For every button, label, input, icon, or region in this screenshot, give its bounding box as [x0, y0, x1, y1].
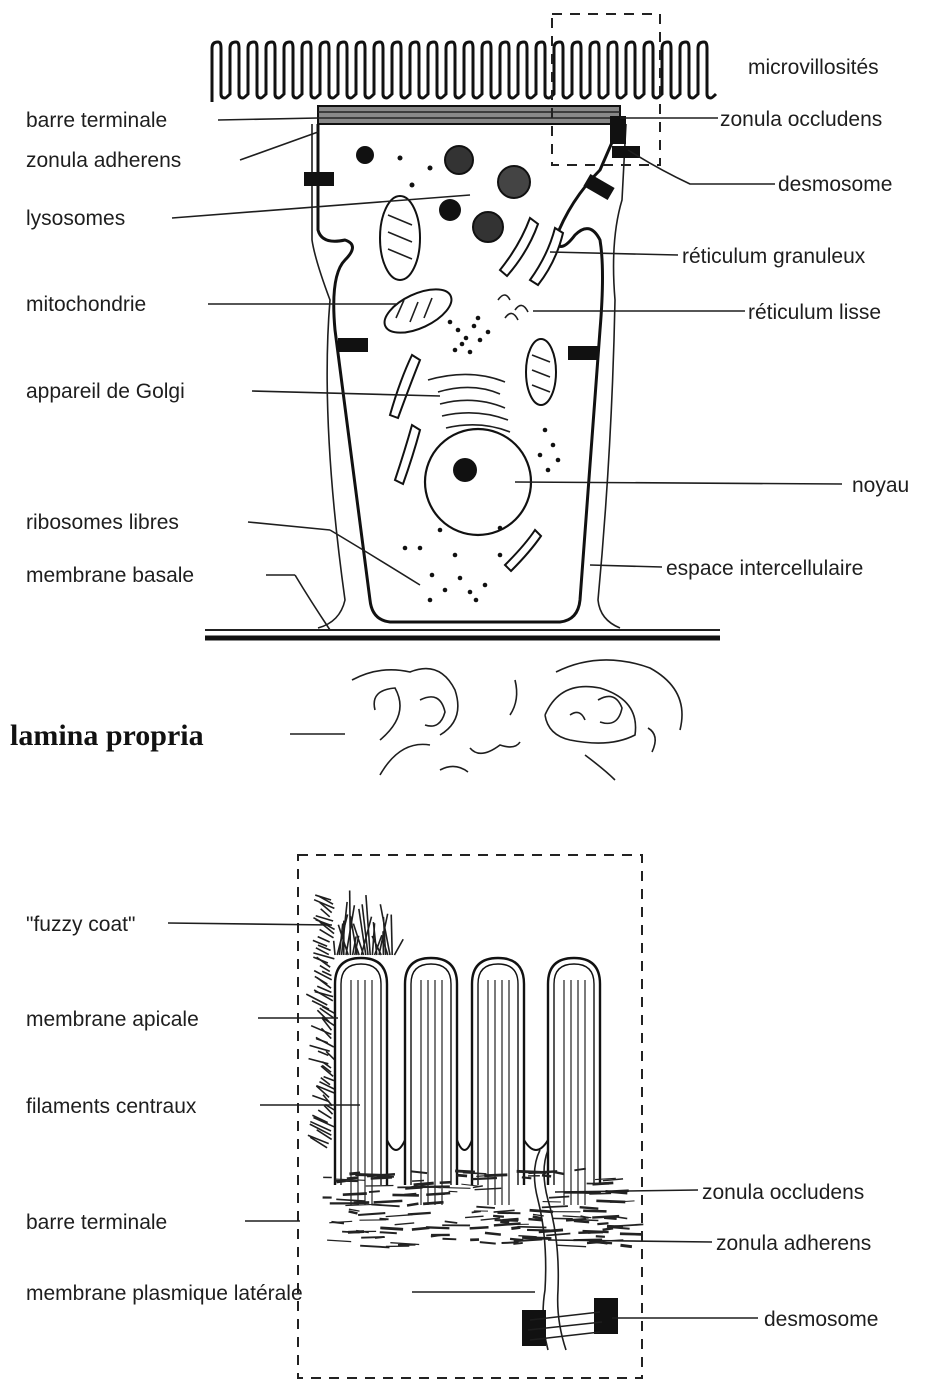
label-barre-terminale-top: barre terminale — [26, 109, 167, 132]
label-microvillosites: microvillosités — [748, 56, 879, 79]
label-appareil-de-golgi: appareil de Golgi — [26, 380, 185, 403]
zonula-adherens-right — [612, 146, 640, 158]
label-membrane-basale: membrane basale — [26, 564, 194, 587]
label-zonula-occludens-top: zonula occludens — [720, 108, 882, 131]
lamina-propria-sketch — [352, 660, 682, 780]
label-mitochondrie: mitochondrie — [26, 293, 146, 316]
rough-er-4 — [395, 425, 420, 484]
label-desmosome-bottom: desmosome — [764, 1308, 878, 1331]
bottom-leader-lines — [168, 923, 758, 1318]
label-zonula-adherens-top: zonula adherens — [26, 149, 181, 172]
mitochondrion-3 — [526, 339, 556, 405]
top-labels-left: barre terminale zonula adherens lysosome… — [26, 109, 194, 587]
lysosome-2 — [445, 146, 473, 174]
rough-er-1 — [500, 218, 538, 276]
desmosome-left-2 — [338, 338, 368, 352]
top-labels-right: microvillosités zonula occludens desmoso… — [666, 56, 909, 580]
label-membrane-plasmique-laterale: membrane plasmique latérale — [26, 1282, 303, 1305]
top-cell-diagram — [205, 14, 720, 780]
label-zonula-adherens-bottom: zonula adherens — [716, 1232, 871, 1255]
microvilli-border — [212, 42, 716, 102]
rough-er-2 — [530, 228, 563, 285]
label-lysosomes: lysosomes — [26, 207, 125, 230]
label-fuzzy-coat: "fuzzy coat" — [26, 913, 135, 936]
lysosome-1 — [356, 146, 374, 164]
label-filaments-centraux: filaments centraux — [26, 1095, 197, 1118]
terminal-web-band — [318, 106, 620, 124]
bottom-labels-left: "fuzzy coat" membrane apicale filaments … — [26, 913, 303, 1305]
label-espace-intercellulaire: espace intercellulaire — [666, 557, 863, 580]
label-lamina-propria: lamina propria — [10, 719, 204, 752]
lysosome-4 — [439, 199, 461, 221]
cell-outline — [318, 124, 620, 622]
lysosome-3 — [498, 166, 530, 198]
label-reticulum-granuleux: réticulum granuleux — [682, 245, 866, 268]
lysosome-5 — [473, 212, 503, 242]
mitochondrion-2 — [378, 280, 458, 341]
rough-er-3 — [390, 355, 420, 418]
label-membrane-apicale: membrane apicale — [26, 1008, 199, 1031]
desmosome-right-2 — [568, 346, 598, 360]
golgi-apparatus — [428, 374, 510, 432]
bottom-labels-right: zonula occludens zonula adherens desmoso… — [702, 1181, 878, 1331]
label-zonula-occludens-bottom: zonula occludens — [702, 1181, 864, 1204]
nucleolus — [453, 458, 477, 482]
label-barre-terminale-bottom: barre terminale — [26, 1211, 167, 1234]
label-desmosome-top: desmosome — [778, 173, 892, 196]
label-reticulum-lisse: réticulum lisse — [748, 301, 881, 324]
rough-er-5 — [505, 530, 541, 571]
label-ribosomes-libres: ribosomes libres — [26, 511, 179, 534]
zonula-occludens-right — [610, 116, 626, 144]
enlarged-microvilli — [335, 958, 600, 1205]
desmosome-right-1 — [583, 174, 614, 200]
bottom-inset-diagram — [298, 855, 643, 1378]
desmosome-left-1 — [304, 172, 334, 186]
smooth-er — [498, 295, 528, 320]
desmosome-bottom — [522, 1298, 618, 1346]
label-noyau: noyau — [852, 474, 909, 497]
mitochondrion-1 — [380, 196, 420, 280]
right-neighbour-membrane — [598, 124, 626, 628]
